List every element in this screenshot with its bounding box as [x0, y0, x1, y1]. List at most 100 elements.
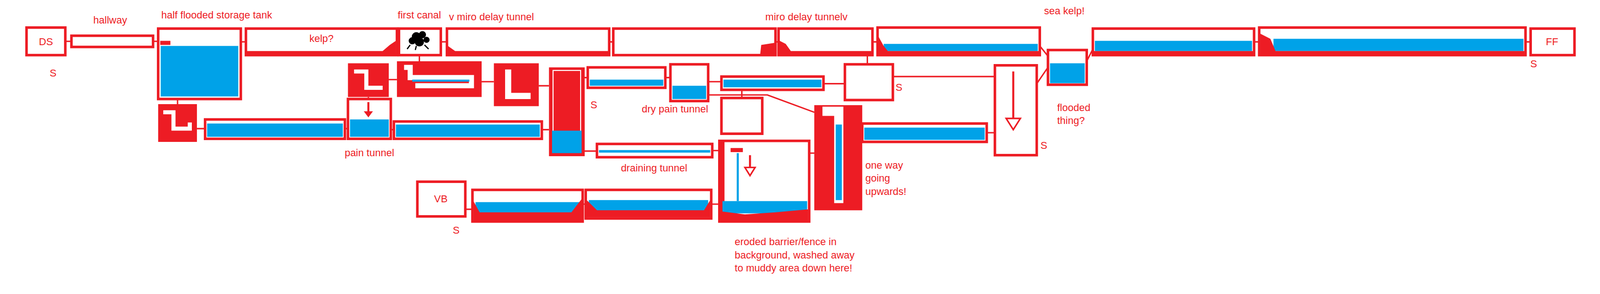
rock	[560, 76, 565, 128]
box	[1047, 50, 1087, 85]
water	[672, 85, 707, 99]
passage-line	[712, 149, 720, 151]
fall	[412, 79, 470, 82]
water	[1094, 40, 1253, 52]
room-label: eroded barrier/fence in background, wash…	[734, 235, 860, 275]
room-label: pain tunnel	[344, 146, 395, 160]
rock	[878, 36, 1039, 55]
room-box: FF	[1530, 28, 1575, 56]
map-marker: S	[452, 223, 460, 237]
rock	[548, 67, 585, 156]
creature	[407, 44, 429, 50]
room-label: DS	[39, 35, 54, 49]
room-label: hallway	[93, 13, 127, 28]
map-marker: S	[1530, 57, 1537, 71]
box	[587, 67, 666, 88]
box	[862, 123, 987, 142]
map-marker: sea kelp!	[1043, 4, 1085, 18]
box	[246, 28, 398, 56]
map-marker: S	[1040, 138, 1048, 153]
box	[778, 28, 873, 56]
room-box: kelp?	[246, 28, 398, 56]
passage-line	[240, 40, 246, 43]
rock	[448, 46, 609, 55]
arrow-head-open	[744, 166, 755, 176]
rock	[397, 61, 482, 98]
box	[393, 121, 542, 139]
rock	[569, 76, 574, 128]
room-label: miro delay tunnelv	[765, 10, 848, 24]
room-label: v miro delay tunnel	[448, 10, 535, 24]
room-box: hallway	[71, 35, 153, 47]
rock	[759, 42, 775, 54]
box	[158, 28, 242, 99]
box	[472, 189, 583, 222]
water	[1049, 63, 1085, 83]
fall	[736, 152, 739, 201]
water	[589, 79, 664, 86]
water	[1273, 38, 1524, 52]
rock	[779, 40, 872, 55]
creature	[408, 37, 415, 44]
room-label: draining tunnel	[621, 161, 688, 175]
box	[205, 119, 346, 139]
room-box: eroded barrier/fence in background, wash…	[719, 140, 810, 222]
box	[845, 64, 893, 101]
creature	[424, 37, 430, 43]
room-label: VB	[434, 192, 448, 206]
room-box: draining tunnel	[597, 143, 713, 157]
box	[26, 27, 66, 56]
box	[719, 140, 810, 222]
arrow-line	[367, 102, 370, 113]
box	[1093, 28, 1255, 56]
arrow-head	[363, 110, 374, 117]
room-box: VB	[417, 181, 466, 216]
box	[1530, 28, 1575, 56]
box	[613, 28, 776, 56]
rock	[1260, 33, 1525, 54]
rock	[158, 103, 197, 142]
room-label: one way going upwards!	[865, 158, 912, 199]
box	[597, 143, 713, 157]
room-box: one way going upwards!	[814, 104, 863, 210]
fall	[835, 124, 842, 200]
box	[447, 28, 610, 56]
arrow-head-open	[1006, 118, 1021, 130]
channel	[403, 67, 472, 86]
room-box: dry pain tunnel	[670, 64, 708, 102]
box	[670, 64, 708, 102]
rock	[160, 40, 171, 46]
water	[160, 46, 239, 97]
box	[995, 65, 1037, 156]
passage-line	[65, 40, 72, 42]
map-marker: S	[895, 80, 903, 95]
rock	[1093, 51, 1254, 55]
arrow-line	[1012, 71, 1014, 119]
passage-line	[440, 40, 447, 43]
water	[207, 123, 343, 137]
room-box: half flooded storage tank	[158, 28, 242, 99]
box	[721, 76, 824, 90]
passage-line	[397, 40, 399, 43]
map-marker: S	[49, 66, 57, 81]
rock	[586, 199, 710, 218]
passage-line	[707, 94, 815, 113]
room-box: DS	[26, 27, 66, 56]
rock	[494, 63, 540, 106]
channel	[163, 112, 190, 129]
room-box: flooded thing?	[1047, 50, 1087, 85]
room-label: half flooded storage tank	[161, 8, 272, 23]
box	[398, 28, 441, 56]
room-box: first canal	[398, 28, 441, 56]
water	[552, 130, 582, 154]
box	[1259, 27, 1526, 56]
room-label: kelp?	[309, 32, 334, 46]
room-label: flooded thing?	[1057, 101, 1099, 128]
channel	[822, 110, 839, 203]
rock	[720, 208, 809, 220]
wire	[177, 41, 1531, 209]
passage-line	[153, 40, 159, 42]
channel	[508, 69, 531, 97]
creature	[419, 31, 426, 38]
